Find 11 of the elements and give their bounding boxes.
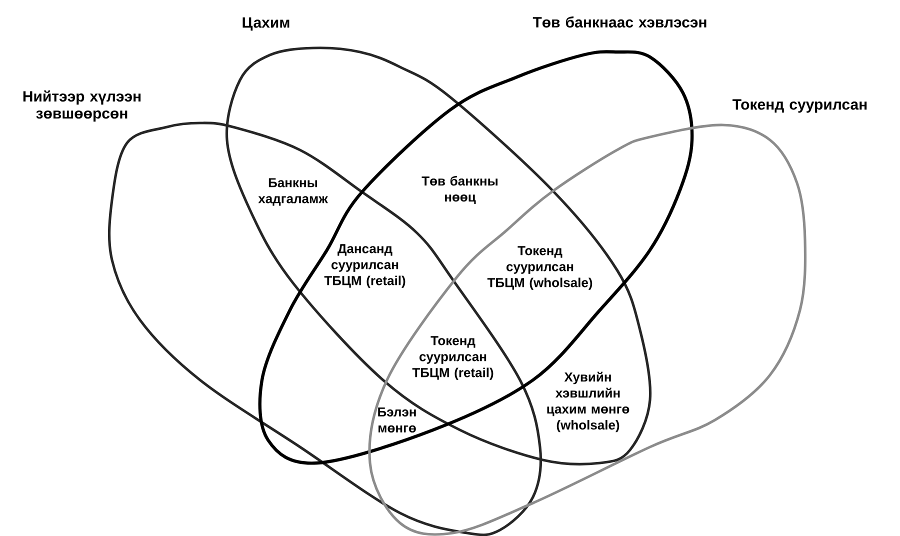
set-title: Цахим	[242, 17, 290, 31]
set-title: Төв банкнаас хэвлэсэн	[532, 16, 706, 28]
region-label: Дансанд суурилсан ТБЦМ (retail)	[324, 244, 406, 288]
region-label: Банкны хадгаламж	[258, 178, 328, 206]
region-label: Токенд суурилсан ТБЦМ (retail)	[412, 336, 494, 380]
region-label: Токенд суурилсан ТБЦМ (wholsale)	[487, 246, 592, 290]
region-label: Хувийн хэвшлийн цахим мөнгө (wholsale)	[547, 372, 630, 432]
region-label: Төв банкны нөөц	[422, 176, 498, 204]
set-title: Нийтээр хүлээн зөвшөөрсөн	[23, 90, 141, 122]
region-label: Бэлэн мөнгө	[378, 407, 416, 433]
set-title: Токенд суурилсан	[732, 99, 867, 113]
